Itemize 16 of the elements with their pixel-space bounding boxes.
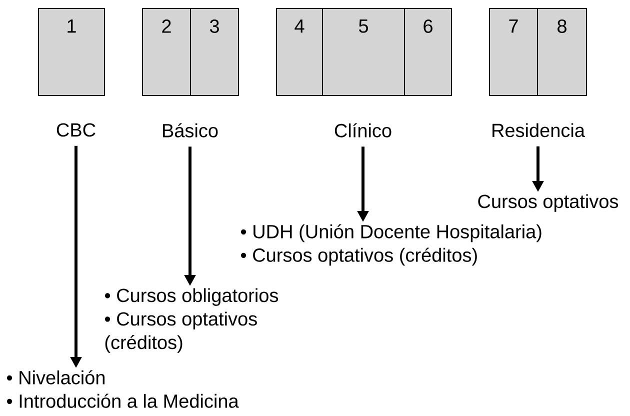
stage-label: Básico <box>163 123 218 138</box>
semester-box: 7 <box>489 8 538 96</box>
semester-box: 4 <box>276 8 323 96</box>
semester-box: 2 <box>142 8 191 96</box>
stage-label: CBC <box>56 123 96 137</box>
stage-label: Clínico <box>334 123 392 138</box>
bullet-list: • UDH (Unión Docente Hospitalaria) • Cursos optativos (créditos) <box>240 224 542 266</box>
semester-box: 8 <box>537 8 587 96</box>
semester-box: 3 <box>190 8 239 96</box>
bullet-list: • Cursos obligatorios • Cursos optativos (créditos) <box>104 288 278 353</box>
semester-box: 6 <box>404 8 452 96</box>
bullet-list: • Nivelación • Introducción a la Medicina <box>6 370 239 408</box>
semester-box: 5 <box>322 8 405 96</box>
stage-label: Residencia <box>492 123 585 138</box>
bullet-list: Cursos optativos <box>478 194 618 212</box>
semester-box: 1 <box>38 8 105 96</box>
